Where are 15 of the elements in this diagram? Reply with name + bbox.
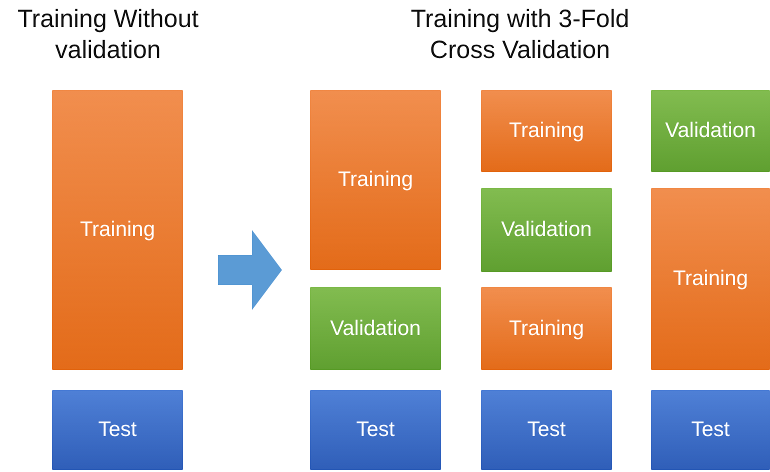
data-block: Training [52,90,183,370]
group-heading: Training Without validation [16,4,200,66]
arrow [218,230,282,310]
data-block: Training [481,90,612,172]
data-block: Test [651,390,770,470]
data-block: Training [481,287,612,370]
group-heading: Training with 3-Fold Cross Validation [410,4,630,66]
data-block: Training [310,90,441,270]
data-block: Test [310,390,441,470]
data-block: Training [651,188,770,370]
data-block: Validation [651,90,770,172]
data-block: Test [481,390,612,470]
data-block: Validation [310,287,441,370]
data-block: Validation [481,188,612,272]
data-block: Test [52,390,183,470]
